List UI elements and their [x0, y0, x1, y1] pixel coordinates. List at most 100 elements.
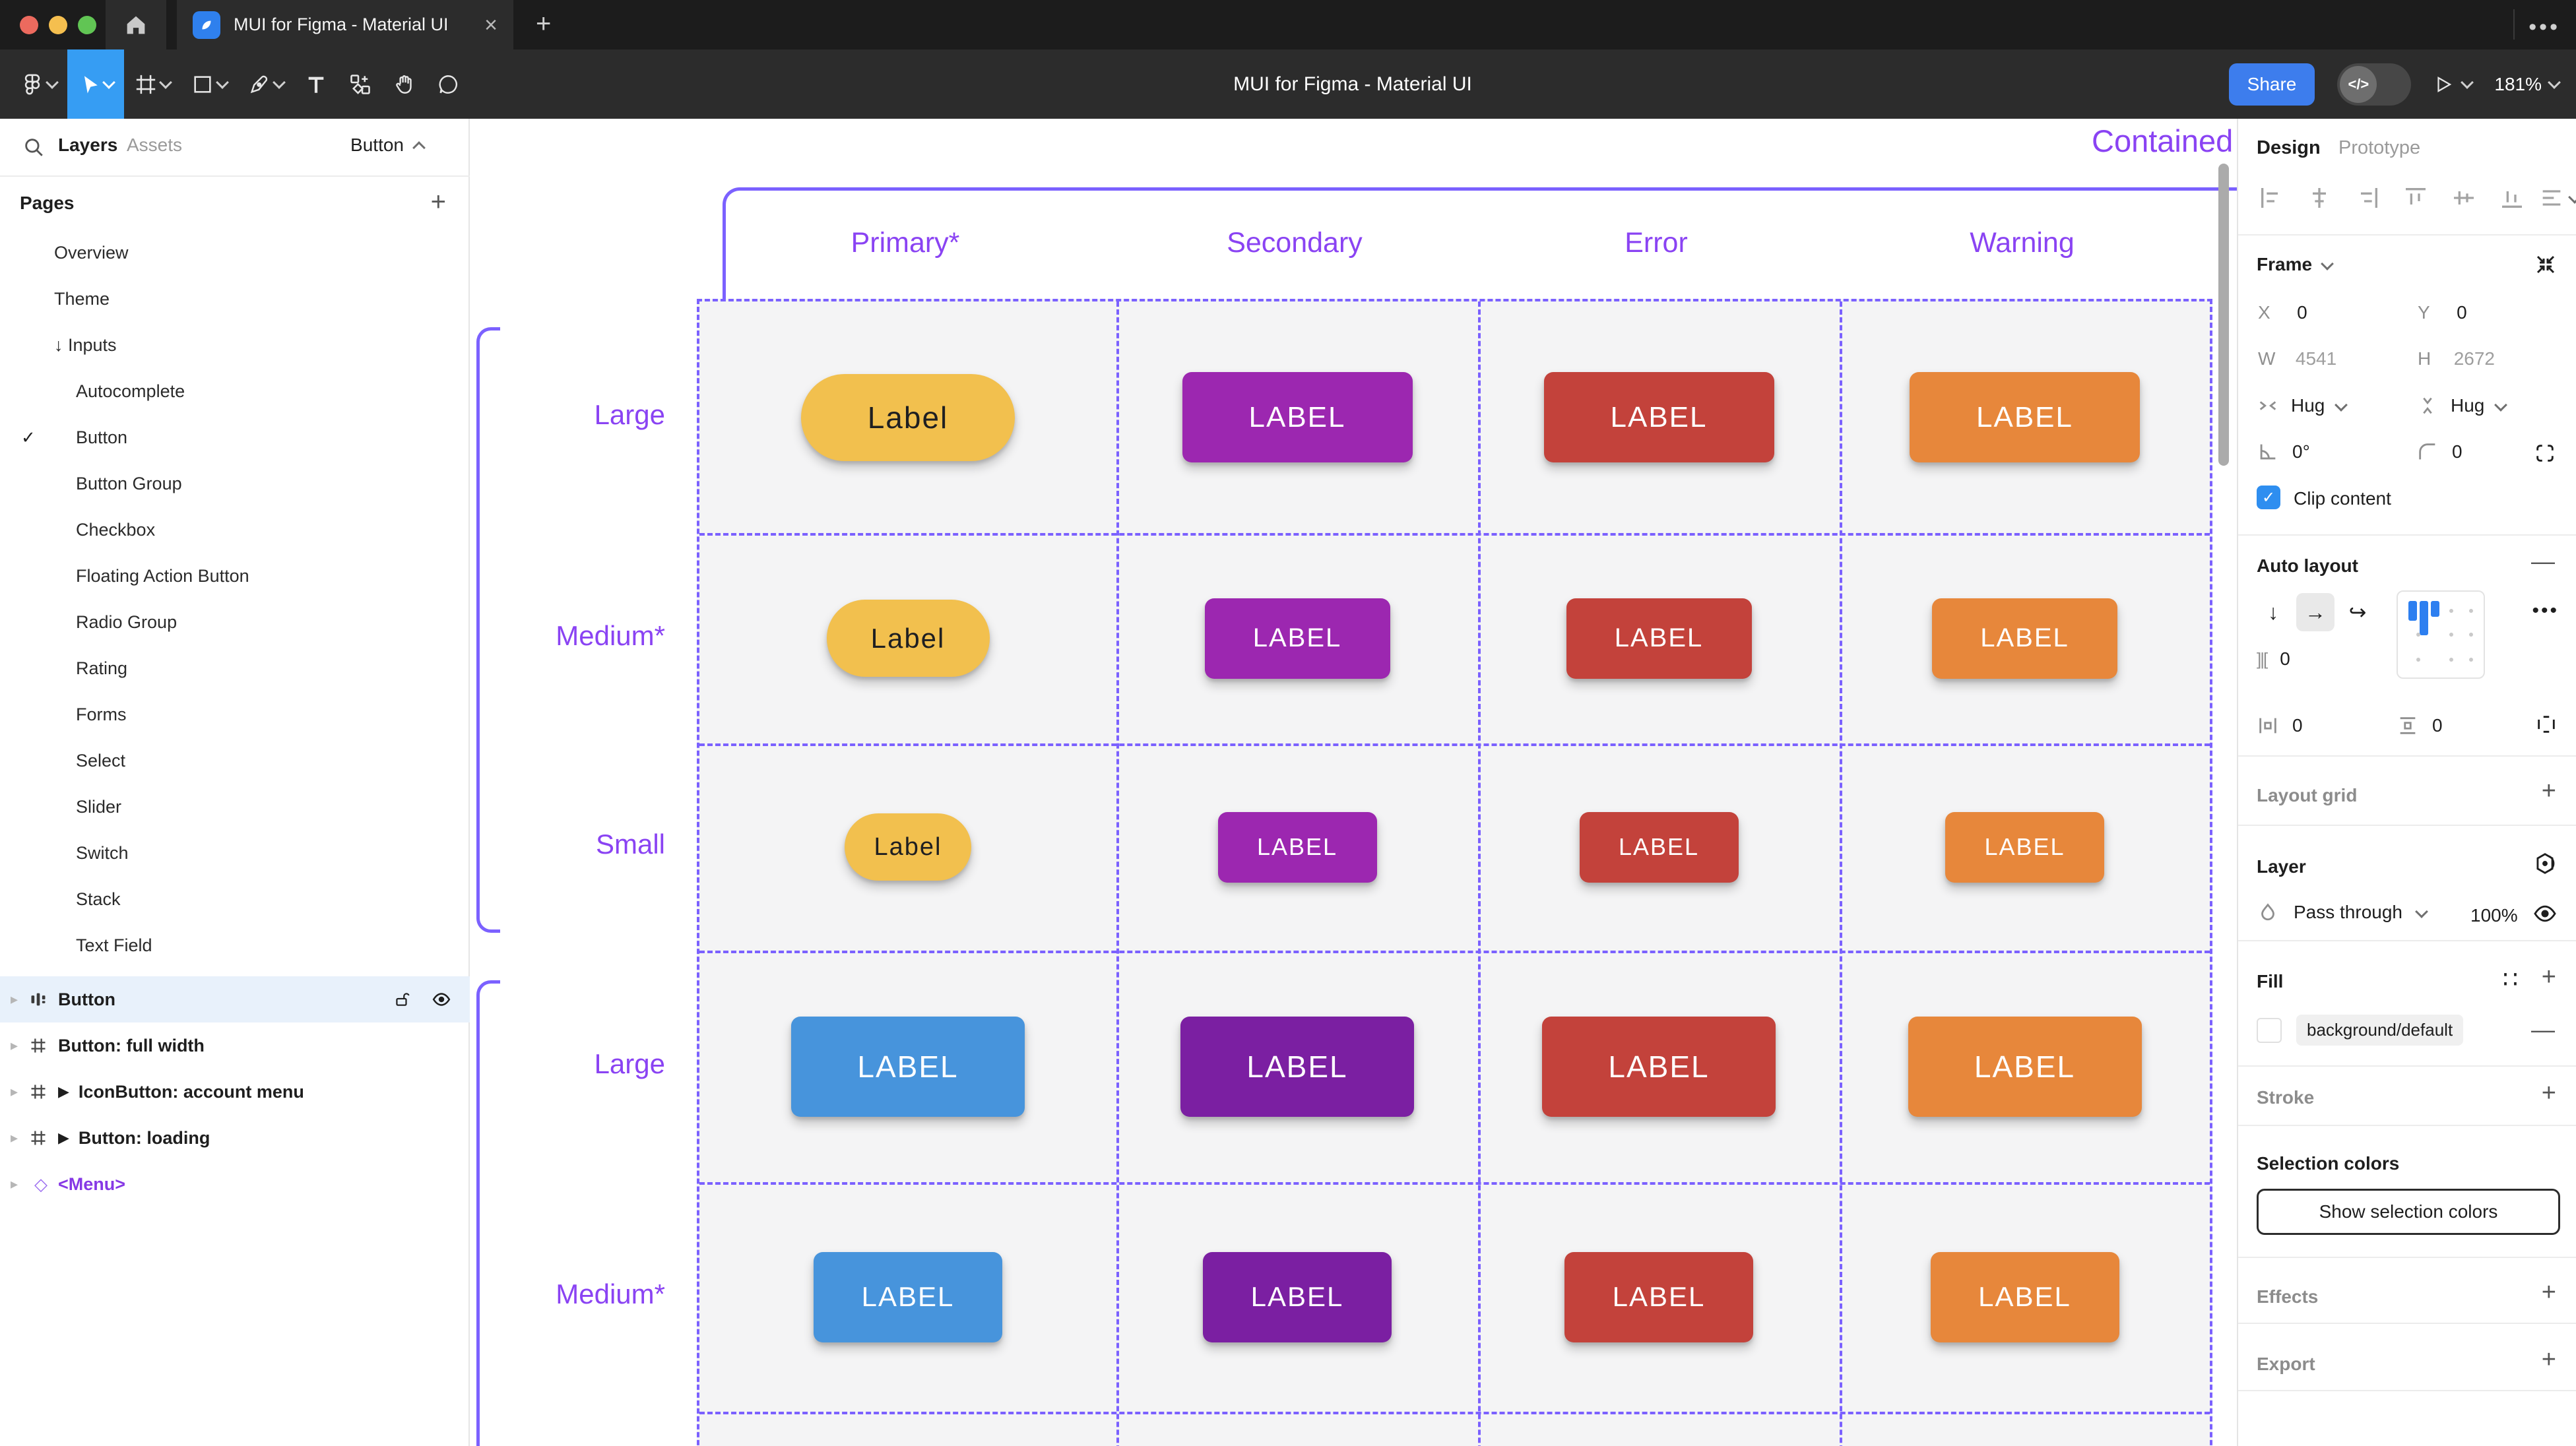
column-header-primary[interactable]: Primary* [851, 227, 960, 259]
independent-corners-icon[interactable] [2534, 442, 2556, 464]
tab-close-icon[interactable]: × [484, 12, 498, 38]
x-position-field[interactable]: X 0 [2258, 302, 2307, 323]
dev-mode-toggle[interactable]: </> [2337, 63, 2412, 106]
layer-row--menu-[interactable]: ▸◇<Menu> [0, 1161, 470, 1207]
sidebar-page-forms[interactable]: Forms [0, 691, 470, 738]
visible-eye-icon[interactable] [432, 990, 451, 1009]
flow-wrap-button[interactable]: ↪ [2348, 600, 2367, 624]
layer-row-button[interactable]: ▸Button [0, 976, 470, 1022]
blend-mode-icon[interactable] [2532, 851, 2558, 876]
unlock-icon[interactable] [393, 991, 410, 1008]
mui-button-primary-medium[interactable]: Label [826, 600, 990, 677]
mui-button-primary-small[interactable]: Label [845, 813, 971, 881]
fill-styles-icon[interactable]: ∷ [2503, 966, 2518, 993]
traffic-zoom-button[interactable] [78, 16, 96, 34]
width-field[interactable]: W 4541 [2258, 348, 2337, 369]
frame-section-header[interactable]: Frame [2257, 254, 2334, 275]
canvas-scrollbar[interactable] [2218, 164, 2229, 466]
add-stroke-button[interactable]: + [2541, 1079, 2556, 1107]
expand-caret-icon[interactable]: ▸ [11, 1129, 18, 1146]
layer-row-iconbutton-account-menu[interactable]: ▸▶IconButton: account menu [0, 1069, 470, 1115]
rotation-field[interactable]: 0° [2257, 441, 2310, 463]
mui-button-warning-medium[interactable]: LABEL [1932, 598, 2117, 679]
mui-button-error-large[interactable]: LABEL [1543, 372, 1774, 462]
pen-tool-button[interactable] [238, 49, 294, 119]
align-bottom-icon[interactable] [2499, 185, 2525, 211]
tab-overflow-button[interactable]: ••• [2528, 15, 2560, 40]
row-header-large-3[interactable]: Large [594, 1048, 665, 1079]
comment-tool-button[interactable] [426, 49, 470, 119]
sidebar-page-checkbox[interactable]: Checkbox [0, 507, 470, 553]
blend-mode-select[interactable]: Pass through [2257, 901, 2428, 924]
vertical-resizing-select[interactable]: Hug [2416, 394, 2508, 417]
resources-tool-button[interactable] [338, 49, 383, 119]
clip-content-checkbox[interactable]: ✓ [2257, 486, 2280, 509]
fill-color-swatch[interactable] [2257, 1017, 2282, 1043]
sidebar-page-stack[interactable]: Stack [0, 876, 470, 922]
traffic-minimize-button[interactable] [49, 16, 67, 34]
tab-design[interactable]: Design [2257, 137, 2321, 158]
sidebar-page-select[interactable]: Select [0, 738, 470, 784]
mui-button-warning-small[interactable]: LABEL [1945, 811, 2104, 883]
layer-visibility-eye-icon[interactable] [2532, 901, 2558, 926]
main-menu-button[interactable] [11, 49, 67, 119]
add-page-button[interactable]: + [430, 187, 446, 216]
show-selection-colors-button[interactable]: Show selection colors [2257, 1189, 2560, 1235]
mui-button-secondary-medium[interactable]: LABEL [1204, 598, 1390, 679]
gap-field[interactable]: ]|[ 0 [2257, 648, 2290, 669]
sidebar-page-theme[interactable]: Theme [0, 276, 470, 322]
sidebar-page-switch[interactable]: Switch [0, 830, 470, 876]
mui-button-primary-large[interactable]: LABEL [791, 1016, 1025, 1117]
row-header-medium-1[interactable]: Medium* [556, 619, 665, 651]
sidebar-page-radio-group[interactable]: Radio Group [0, 599, 470, 645]
remove-fill-button[interactable]: — [2531, 1016, 2555, 1043]
present-button[interactable] [2433, 75, 2474, 94]
column-header-error[interactable]: Error [1625, 227, 1688, 259]
home-tab[interactable] [106, 0, 166, 49]
share-button[interactable]: Share [2228, 63, 2315, 106]
sidebar-page-overview[interactable]: Overview [0, 230, 470, 276]
row-header-medium-4[interactable]: Medium* [556, 1278, 665, 1309]
collapse-icon[interactable] [2534, 253, 2558, 276]
flow-vertical-button[interactable]: ↓ [2268, 600, 2278, 624]
tab-layers[interactable]: Layers [58, 135, 118, 155]
sidebar-page-button[interactable]: ✓Button [0, 414, 470, 460]
expand-caret-icon[interactable]: ▸ [11, 1176, 18, 1192]
align-left-icon[interactable] [2258, 185, 2284, 211]
horizontal-resizing-select[interactable]: Hug [2257, 394, 2348, 417]
auto-layout-more-button[interactable]: ••• [2532, 600, 2559, 621]
search-icon[interactable] [22, 136, 45, 158]
frame-tool-button[interactable] [124, 49, 181, 119]
sidebar-page-autocomplete[interactable]: Autocomplete [0, 368, 470, 414]
mui-button-error-medium[interactable]: LABEL [1566, 598, 1752, 679]
expand-caret-icon[interactable]: ▸ [11, 991, 18, 1007]
hand-tool-button[interactable] [383, 49, 426, 119]
mui-button-secondary-medium[interactable]: LABEL [1203, 1251, 1392, 1342]
flow-horizontal-button[interactable]: → [2296, 593, 2334, 631]
mui-button-primary-medium[interactable]: LABEL [814, 1251, 1002, 1342]
add-fill-button[interactable]: + [2541, 963, 2556, 991]
traffic-close-button[interactable] [20, 16, 38, 34]
y-position-field[interactable]: Y 0 [2418, 302, 2467, 323]
sidebar-page-text-field[interactable]: Text Field [0, 922, 470, 968]
independent-padding-icon[interactable] [2535, 713, 2558, 736]
align-right-icon[interactable] [2354, 185, 2381, 211]
mui-button-error-small[interactable]: LABEL [1579, 811, 1739, 883]
remove-auto-layout-button[interactable]: — [2531, 548, 2555, 575]
mui-button-warning-large[interactable]: LABEL [1910, 372, 2140, 462]
align-horizontal-center-icon[interactable] [2306, 185, 2333, 211]
fill-token-chip[interactable]: background/default [2296, 1015, 2464, 1046]
shape-tool-button[interactable] [181, 49, 238, 119]
canvas-frame-title[interactable]: Contained [2092, 123, 2234, 158]
layer-row-button-full-width[interactable]: ▸Button: full width [0, 1022, 470, 1069]
zoom-menu[interactable]: 181% [2494, 74, 2561, 95]
add-effect-button[interactable]: + [2541, 1278, 2556, 1306]
height-field[interactable]: H 2672 [2418, 348, 2495, 369]
layer-opacity-field[interactable]: 100% [2470, 905, 2518, 926]
mui-button-error-large[interactable]: LABEL [1542, 1016, 1776, 1117]
mui-button-error-medium[interactable]: LABEL [1564, 1251, 1753, 1342]
row-header-small-2[interactable]: Small [595, 829, 665, 860]
mui-button-primary-large[interactable]: Label [801, 373, 1015, 461]
vertical-padding-field[interactable]: 0 [2397, 714, 2443, 737]
